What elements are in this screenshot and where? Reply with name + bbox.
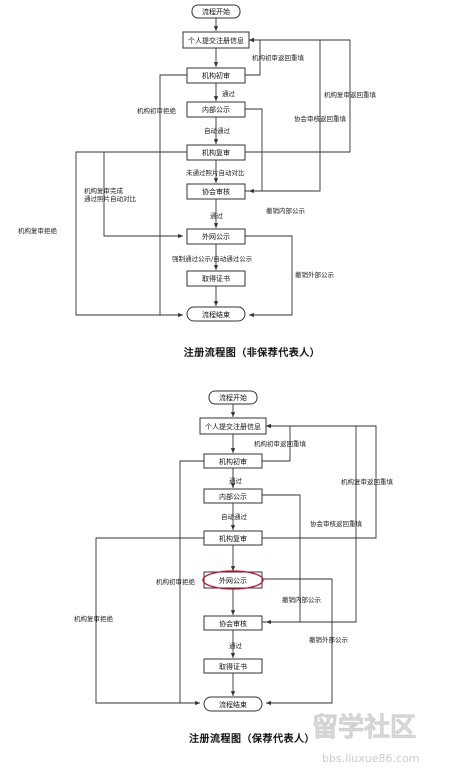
watermark-url: bbs.liuxue86.com — [322, 752, 420, 765]
label-auto-pass: 自动通过 — [204, 126, 231, 135]
node-public-notice: 外网公示 — [186, 228, 246, 245]
label2-withdraw-public: 撤销外部公示 — [309, 635, 349, 644]
node-submit: 个人提交注册信息 — [182, 31, 250, 49]
node-start: 流程开始 — [191, 4, 241, 19]
flowchart-non-sponsor: 流程开始 个人提交注册信息 机构初审 内部公示 机构复审 协会审核 外网公示 — [18, 4, 377, 359]
node-certificate-label: 取得证书 — [202, 274, 230, 283]
label2-withdraw-internal: 撤销内部公示 — [282, 595, 322, 604]
edge2-rereview-return — [262, 423, 377, 539]
node-end-label: 流程结束 — [202, 310, 230, 319]
node2-initial-review-label: 机构初审 — [219, 457, 247, 466]
label-re-reject: 机构复审拒绝 — [18, 226, 58, 235]
node-re-review: 机构复审 — [186, 144, 246, 161]
edge-rereview-reject — [75, 151, 187, 316]
node-internal-notice: 内部公示 — [186, 101, 246, 118]
node2-re-review-label: 机构复审 — [219, 534, 247, 543]
caption-sponsor: 注册流程图（保荐代表人） — [189, 732, 315, 745]
node2-end-label: 流程结束 — [219, 700, 247, 709]
node2-submit-label: 个人提交注册信息 — [205, 422, 261, 431]
label-force-pass: 强制通过公示/自动通过公示 — [172, 254, 253, 263]
node-assoc-review: 协会审核 — [186, 183, 246, 200]
caption-non-sponsor: 注册流程图（非保荐代表人） — [184, 346, 321, 359]
highlight-circle — [202, 570, 264, 590]
node2-public-notice-label: 外网公示 — [219, 576, 247, 585]
node-end: 流程结束 — [186, 306, 246, 322]
node-certificate: 取得证书 — [186, 270, 246, 287]
node-assoc-review-label: 协会审核 — [202, 187, 230, 196]
edge2-initial-reject — [179, 460, 204, 706]
label-pass2: 通过 — [210, 211, 224, 220]
node2-start-label: 流程开始 — [219, 393, 247, 402]
edge-initial-reject — [159, 74, 187, 318]
label2-auto-pass: 自动通过 — [221, 512, 248, 521]
node-re-review-label: 机构复审 — [202, 148, 230, 157]
node2-assoc-review: 协会审核 — [203, 615, 263, 631]
label-withdraw-public: 撤销外部公示 — [295, 270, 335, 279]
edge-withdraw-internal — [245, 108, 263, 194]
label2-initial-reject: 机构初审拒绝 — [156, 577, 196, 586]
edge2-rereview-reject — [95, 537, 204, 704]
node-initial-review-label: 机构初审 — [202, 71, 230, 80]
node2-end: 流程结束 — [203, 696, 263, 712]
node2-start: 流程开始 — [208, 390, 258, 405]
watermark-brand: 留学社区 — [312, 712, 416, 743]
label2-re-return: 机构复审返回重填 — [341, 477, 394, 486]
flowchart-sponsor: 流程开始 个人提交注册信息 机构初审 内部公示 机构复审 外网公示 协会审核 — [74, 390, 394, 745]
node-internal-notice-label: 内部公示 — [202, 105, 230, 114]
label2-pass2: 通过 — [229, 641, 243, 650]
label2-initial-return: 机构初审返回重填 — [254, 439, 307, 448]
label2-assoc-return: 协会审核返回重填 — [310, 519, 363, 528]
label-withdraw-internal: 撤销内部公示 — [266, 206, 306, 215]
node2-assoc-review-label: 协会审核 — [219, 619, 247, 628]
node2-certificate: 取得证书 — [203, 658, 263, 674]
node2-submit: 个人提交注册信息 — [199, 417, 267, 435]
edge-assoc-return — [245, 40, 321, 192]
edge2-withdraw-public — [262, 578, 333, 706]
node2-internal-notice: 内部公示 — [203, 488, 263, 504]
label-re-review-photo: 机构复审完成通过照片自动对比 — [84, 186, 137, 203]
node-initial-review: 机构初审 — [186, 67, 246, 84]
node2-public-notice: 外网公示 — [202, 570, 264, 590]
label-pass: 通过 — [222, 89, 236, 98]
label2-re-reject: 机构复审拒绝 — [74, 614, 114, 623]
label-photo-fail: 未通过照片自动对比 — [186, 168, 245, 177]
node-start-label: 流程开始 — [202, 7, 230, 16]
watermark: 留学社区 bbs.liuxue86.com — [312, 712, 420, 765]
node-public-notice-label: 外网公示 — [202, 232, 230, 241]
node-submit-label: 个人提交注册信息 — [188, 36, 244, 45]
node2-internal-notice-label: 内部公示 — [219, 492, 247, 501]
edge2-withdraw-internal — [262, 494, 301, 625]
edge-rereview-photo — [103, 151, 187, 239]
label-assoc-return: 协会审核返回重填 — [294, 114, 347, 123]
label2-pass: 通过 — [229, 476, 243, 485]
node2-re-review: 机构复审 — [203, 530, 263, 546]
label-re-return: 机构复审返回重填 — [324, 90, 377, 99]
label-initial-reject: 机构初审拒绝 — [137, 106, 177, 115]
node2-initial-review: 机构初审 — [203, 453, 263, 469]
edge-withdraw-public — [245, 235, 293, 318]
edge-rereview-return — [245, 37, 351, 153]
label-initial-return: 机构初审返回重填 — [252, 53, 305, 62]
node2-certificate-label: 取得证书 — [219, 662, 247, 671]
